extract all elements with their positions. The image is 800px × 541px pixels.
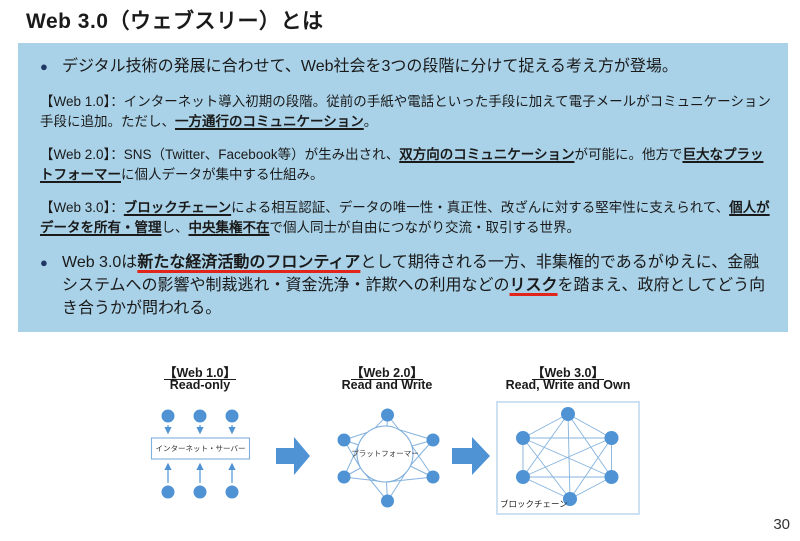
- web1-diagram-subtitle: Read-only: [169, 378, 231, 392]
- web3-text-mid-1: による相互認証、データの唯一性・真正性、改ざんに対する堅牢性に支えられて、: [231, 200, 730, 215]
- bullet-icon: ●: [40, 59, 48, 74]
- peer-node: [516, 470, 530, 484]
- web3-text-end: で個人同士が自由につながり交流・取引する世界。: [269, 220, 581, 235]
- platform-label: プラットフォーマー: [351, 449, 419, 458]
- bullet2-emphasis-1: 新たな経済活動のフロンティア: [137, 254, 361, 271]
- web2-diagram-subtitle: Read and Write: [341, 378, 433, 392]
- web1-definition: 【Web 1.0】：インターネット導入初期の段階。従前の手紙や電話といった手段に…: [40, 92, 774, 132]
- download-arrows: [164, 425, 236, 435]
- web2-text-mid: が可能に。他方で: [574, 147, 683, 162]
- server-box: [150, 437, 251, 460]
- web3-text-mid-2: し、: [161, 220, 189, 235]
- user-node: [426, 470, 440, 484]
- platform-connections: [343, 414, 434, 502]
- bullet2-start: Web 3.0は: [62, 254, 138, 271]
- diagram-canvas: [150, 401, 640, 515]
- bullet2-mid: として期待される一方、非集権的であるがゆえに、金融システムへの影響や制裁逃れ・資…: [62, 254, 760, 294]
- peer-node: [561, 407, 575, 421]
- peer-node: [604, 431, 619, 445]
- web1-network: [150, 409, 251, 499]
- transition-arrow-icon: [276, 437, 310, 475]
- evolution-diagram: 【Web 1.0】 Read-only 【Web 2.0】 Read and W…: [0, 350, 800, 541]
- user-node: [193, 409, 207, 423]
- user-node: [337, 470, 351, 484]
- bullet2-text: Web 3.0は新たな経済活動のフロンティアとして期待される一方、非集権的である…: [62, 251, 774, 320]
- web2-emphasis-1: 双方向のコミュニケーション: [399, 147, 575, 162]
- page-title: Web 3.0（ウェブスリー）とは: [26, 10, 324, 33]
- web3-emphasis-2: 個人がデータを所有・管理: [40, 200, 770, 235]
- blockchain-label: ブロックチェーン: [500, 499, 568, 509]
- web2-emphasis-2: 巨大なプラットフォーマー: [40, 147, 764, 182]
- user-node: [426, 433, 440, 447]
- user-node: [161, 485, 175, 499]
- web2-diagram-title: 【Web 2.0】: [350, 366, 423, 380]
- web3-definition: 【Web 3.0】：ブロックチェーンによる相互認証、データの唯一性・真正性、改ざ…: [40, 198, 774, 238]
- bullet2-end: を踏まえ、政府としてどう向き合うかが問われる。: [62, 277, 766, 317]
- user-node: [225, 485, 239, 499]
- web1-emphasis: 一方通行のコミュニケーション: [175, 114, 364, 129]
- summary-panel: ● デジタル技術の発展に合わせて、Web社会を3つの段階に分けて捉える考え方が登…: [18, 43, 788, 332]
- web3-emphasis-1: ブロックチェーン: [123, 200, 232, 215]
- web2-text: 【Web 2.0】：SNS（Twitter、Facebook等）が生み出され、: [40, 147, 400, 162]
- blockchain-box: [496, 401, 640, 515]
- bullet-point-1: ● デジタル技術の発展に合わせて、Web社会を3つの段階に分けて捉える考え方が登…: [40, 55, 774, 78]
- web3-diagram-subtitle: Read, Write and Own: [505, 378, 631, 392]
- web3-network: [496, 401, 640, 515]
- web2-network: [337, 408, 440, 508]
- peer-node: [563, 492, 577, 506]
- web1-text: 【Web 1.0】：インターネット導入初期の段階。従前の手紙や電話といった手段に…: [40, 94, 771, 129]
- web3-diagram-title: 【Web 3.0】: [531, 366, 604, 380]
- web3-text: 【Web 3.0】：: [40, 200, 124, 215]
- bullet-point-2: ● Web 3.0は新たな経済活動のフロンティアとして期待される一方、非集権的で…: [40, 251, 774, 320]
- bullet1-text: デジタル技術の発展に合わせて、Web社会を3つの段階に分けて捉える考え方が登場。: [62, 58, 678, 75]
- peer-connections: [522, 413, 612, 500]
- user-node: [337, 433, 351, 447]
- server-label: インターネット・サーバー: [155, 444, 246, 453]
- web2-definition: 【Web 2.0】：SNS（Twitter、Facebook等）が生み出され、双…: [40, 145, 774, 185]
- user-node: [193, 485, 207, 499]
- platform-circle: [356, 425, 414, 483]
- transition-arrow-icon: [452, 437, 490, 475]
- user-node: [161, 409, 175, 423]
- web1-diagram-title: 【Web 1.0】: [163, 366, 236, 380]
- web1-text-end: 。: [363, 114, 378, 129]
- peer-node: [604, 470, 619, 484]
- user-node: [225, 409, 239, 423]
- bullet-icon: ●: [40, 255, 48, 270]
- user-node: [381, 494, 394, 508]
- page-number: 30: [773, 516, 790, 533]
- user-node: [381, 408, 394, 422]
- bullet2-emphasis-2: リスク: [509, 277, 558, 294]
- upload-arrows: [164, 462, 236, 483]
- web2-text-end: に個人データが集中する仕組み。: [121, 167, 324, 182]
- web3-emphasis-3: 中央集権不在: [188, 220, 270, 235]
- peer-node: [516, 431, 530, 445]
